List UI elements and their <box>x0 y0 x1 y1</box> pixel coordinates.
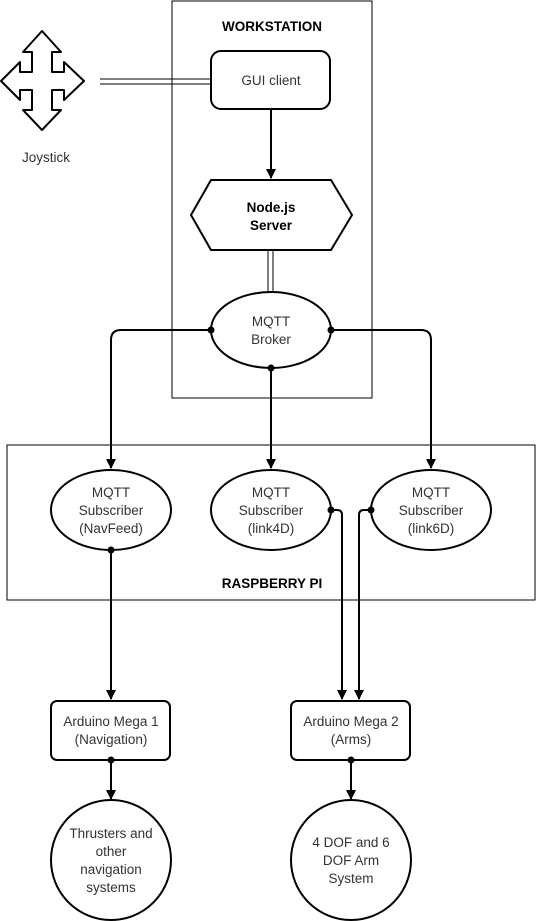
raspberry-pi-title: RASPBERRY PI <box>222 576 323 591</box>
arduino-mega-1-node <box>50 700 171 761</box>
subscriber-link4d-line3: (link4D) <box>248 521 295 536</box>
thrusters-line1: Thrusters and <box>69 826 152 841</box>
arduino2-armsystem-arrow <box>346 756 356 800</box>
broker-link4d-arrow <box>266 364 276 469</box>
arm-system-node <box>290 799 412 921</box>
subscriber-link6d-line3: (link6D) <box>408 521 455 536</box>
joystick-gui-connector <box>100 78 211 85</box>
arduino-mega-1-line2: (Navigation) <box>75 732 148 747</box>
mqtt-broker-node <box>210 291 332 369</box>
nodejs-server-line1: Node.js <box>247 200 296 215</box>
link4d-arduino2-arrow <box>327 506 347 700</box>
arduino-mega-2-line2: (Arms) <box>331 732 372 747</box>
subscriber-link6d-line1: MQTT <box>412 485 450 500</box>
subscriber-navfeed-line1: MQTT <box>92 485 130 500</box>
gui-client-label: GUI client <box>241 73 301 88</box>
link6d-arduino2-arrow <box>354 506 375 700</box>
subscriber-link4d-line2: Subscriber <box>239 503 304 518</box>
thrusters-line2: other <box>96 844 127 859</box>
mqtt-broker-line1: MQTT <box>252 314 290 329</box>
joystick-label: Joystick <box>22 150 70 165</box>
arduino-mega-1-line1: Arduino Mega 1 <box>63 714 158 729</box>
arm-system-line2: DOF Arm <box>323 853 379 868</box>
navfeed-arduino1-arrow <box>106 546 116 700</box>
arm-system-line1: 4 DOF and 6 <box>312 835 389 850</box>
subscriber-navfeed-line3: (NavFeed) <box>79 521 143 536</box>
thrusters-line3: navigation <box>80 862 142 877</box>
broker-link6d-arrow <box>327 326 436 469</box>
workstation-title: WORKSTATION <box>222 19 322 34</box>
thrusters-node <box>50 799 172 921</box>
nodejs-server-line2: Server <box>250 218 293 233</box>
subscriber-link6d-line2: Subscriber <box>399 503 464 518</box>
subscriber-link4d-line1: MQTT <box>252 485 290 500</box>
nodejs-server-node <box>189 179 354 251</box>
joystick-icon <box>0 30 85 131</box>
arm-system-line3: System <box>328 871 373 886</box>
arduino-mega-2-line1: Arduino Mega 2 <box>303 714 398 729</box>
server-broker-connector <box>267 250 274 293</box>
arduino1-thrusters-arrow <box>106 756 116 800</box>
arduino-mega-2-node <box>290 700 411 761</box>
mqtt-broker-line2: Broker <box>251 332 291 347</box>
subscriber-navfeed-line2: Subscriber <box>79 503 144 518</box>
broker-navfeed-arrow <box>106 326 215 469</box>
thrusters-line4: systems <box>86 880 136 895</box>
